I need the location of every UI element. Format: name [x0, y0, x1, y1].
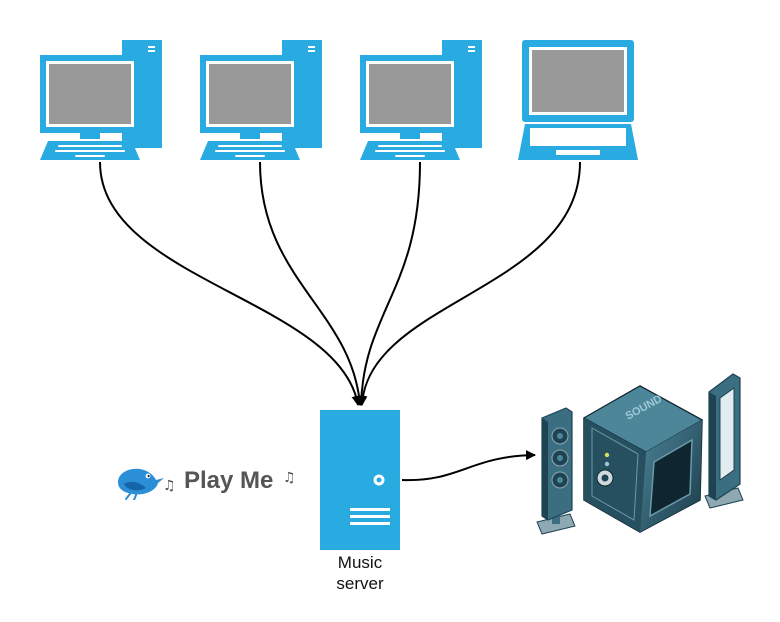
speaker-system-icon: SOUND	[536, 373, 744, 535]
wire-server-speakers	[401, 450, 536, 482]
bird-icon	[118, 468, 164, 500]
desktop-computer-icon	[360, 40, 482, 160]
wire-desktop-1	[99, 161, 362, 406]
wire-desktop-3	[356, 161, 421, 406]
desktop-computer-icon	[40, 40, 162, 160]
server-label-line1: Music	[337, 553, 383, 572]
music-note-icon: ♫	[163, 478, 176, 494]
server-label: Music server	[300, 552, 420, 594]
logo-text: Play Me	[184, 467, 274, 494]
wire-laptop	[357, 161, 581, 406]
desktop-computer-icon	[200, 40, 322, 160]
server-tower-icon	[320, 410, 400, 550]
music-note-icon: ♫	[283, 470, 296, 486]
laptop-computer-icon	[518, 40, 638, 160]
connection-wires	[99, 161, 581, 482]
server-label-line2: server	[336, 574, 384, 593]
wire-desktop-2	[259, 161, 365, 406]
